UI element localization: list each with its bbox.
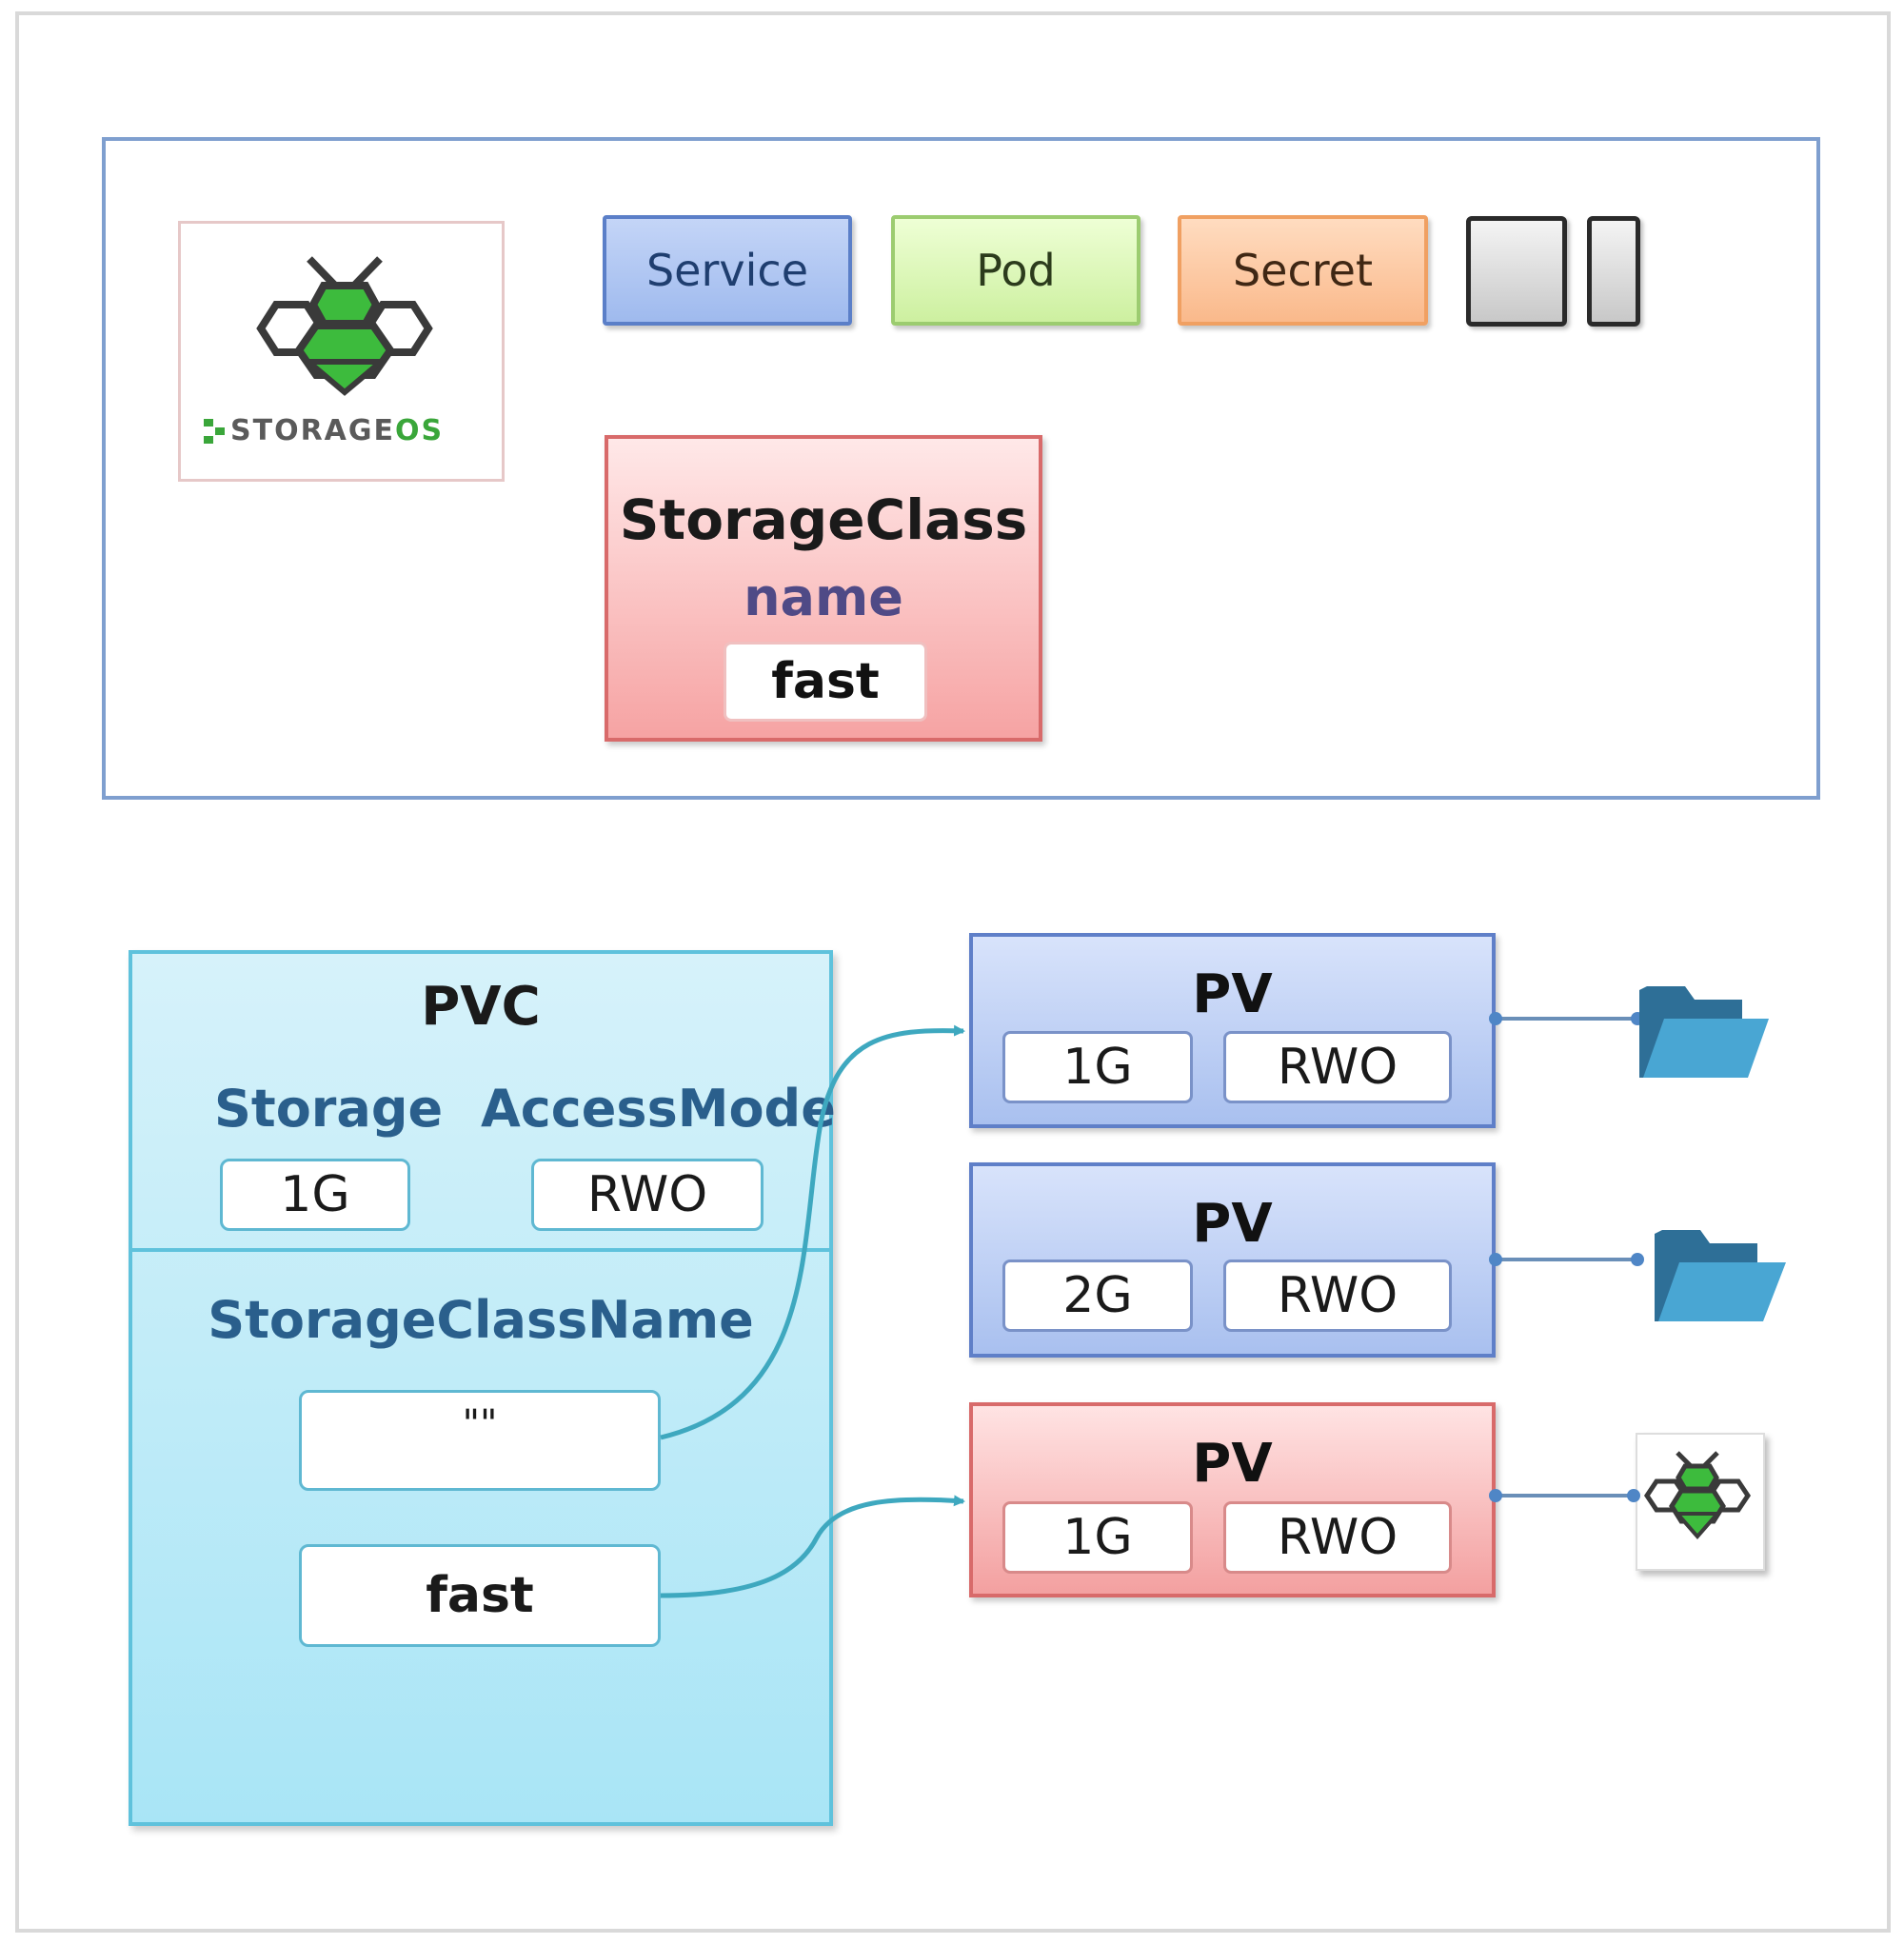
pvc-access-mode-label: AccessMode [481, 1079, 836, 1139]
storage-class-name-label: name [744, 567, 903, 627]
wordmark-storage: STORAGE [230, 414, 396, 447]
pv-mode-3: RWO [1223, 1501, 1452, 1574]
pvc-title: PVC [421, 976, 541, 1038]
pod-chip: Pod [891, 215, 1140, 326]
storageos-bee-icon [1643, 1451, 1752, 1540]
storage-class-name-value: fast [724, 642, 927, 722]
storageos-wordmark-icon [204, 419, 225, 444]
pvc-storage-class-name-label: StorageClassName [208, 1290, 754, 1350]
pvc-divider [132, 1248, 829, 1252]
pvc-box [129, 950, 833, 1826]
pvc-class-option-fast: fast [299, 1544, 661, 1647]
pv-size-1: 1G [1002, 1031, 1193, 1103]
pv-mode-2: RWO [1223, 1260, 1452, 1332]
generic-resource-chip [1466, 216, 1567, 327]
pvc-class-option-empty: "" [299, 1390, 661, 1491]
backend-link-3 [1489, 1489, 1640, 1502]
storageos-bee-icon [256, 256, 433, 396]
pv-size-3: 1G [1002, 1501, 1193, 1574]
storage-class-title: StorageClass [619, 487, 1028, 552]
pv-title-1: PV [1192, 963, 1273, 1025]
binding-arrow-empty-to-pv1 [660, 1024, 965, 1440]
binding-arrow-fast-to-pv3 [660, 1495, 965, 1598]
pvc-storage-label: Storage [214, 1079, 444, 1139]
backend-link-1 [1489, 1012, 1644, 1025]
pv-title-3: PV [1192, 1433, 1273, 1495]
generic-resource-chip-narrow [1587, 216, 1640, 327]
wordmark-os: OS [395, 414, 445, 447]
pvc-storage-value: 1G [220, 1159, 410, 1231]
folder-icon [1655, 1230, 1786, 1321]
storageos-wordmark: STORAGEOS [230, 414, 516, 452]
pv-mode-1: RWO [1223, 1031, 1452, 1103]
diagram-frame [15, 11, 1891, 1933]
backend-link-2 [1489, 1253, 1644, 1266]
pvc-access-mode-value: RWO [531, 1159, 764, 1231]
pv-title-2: PV [1192, 1193, 1273, 1255]
secret-chip: Secret [1178, 215, 1428, 326]
service-chip: Service [603, 215, 852, 326]
pv-size-2: 2G [1002, 1260, 1193, 1332]
folder-icon [1639, 986, 1769, 1078]
